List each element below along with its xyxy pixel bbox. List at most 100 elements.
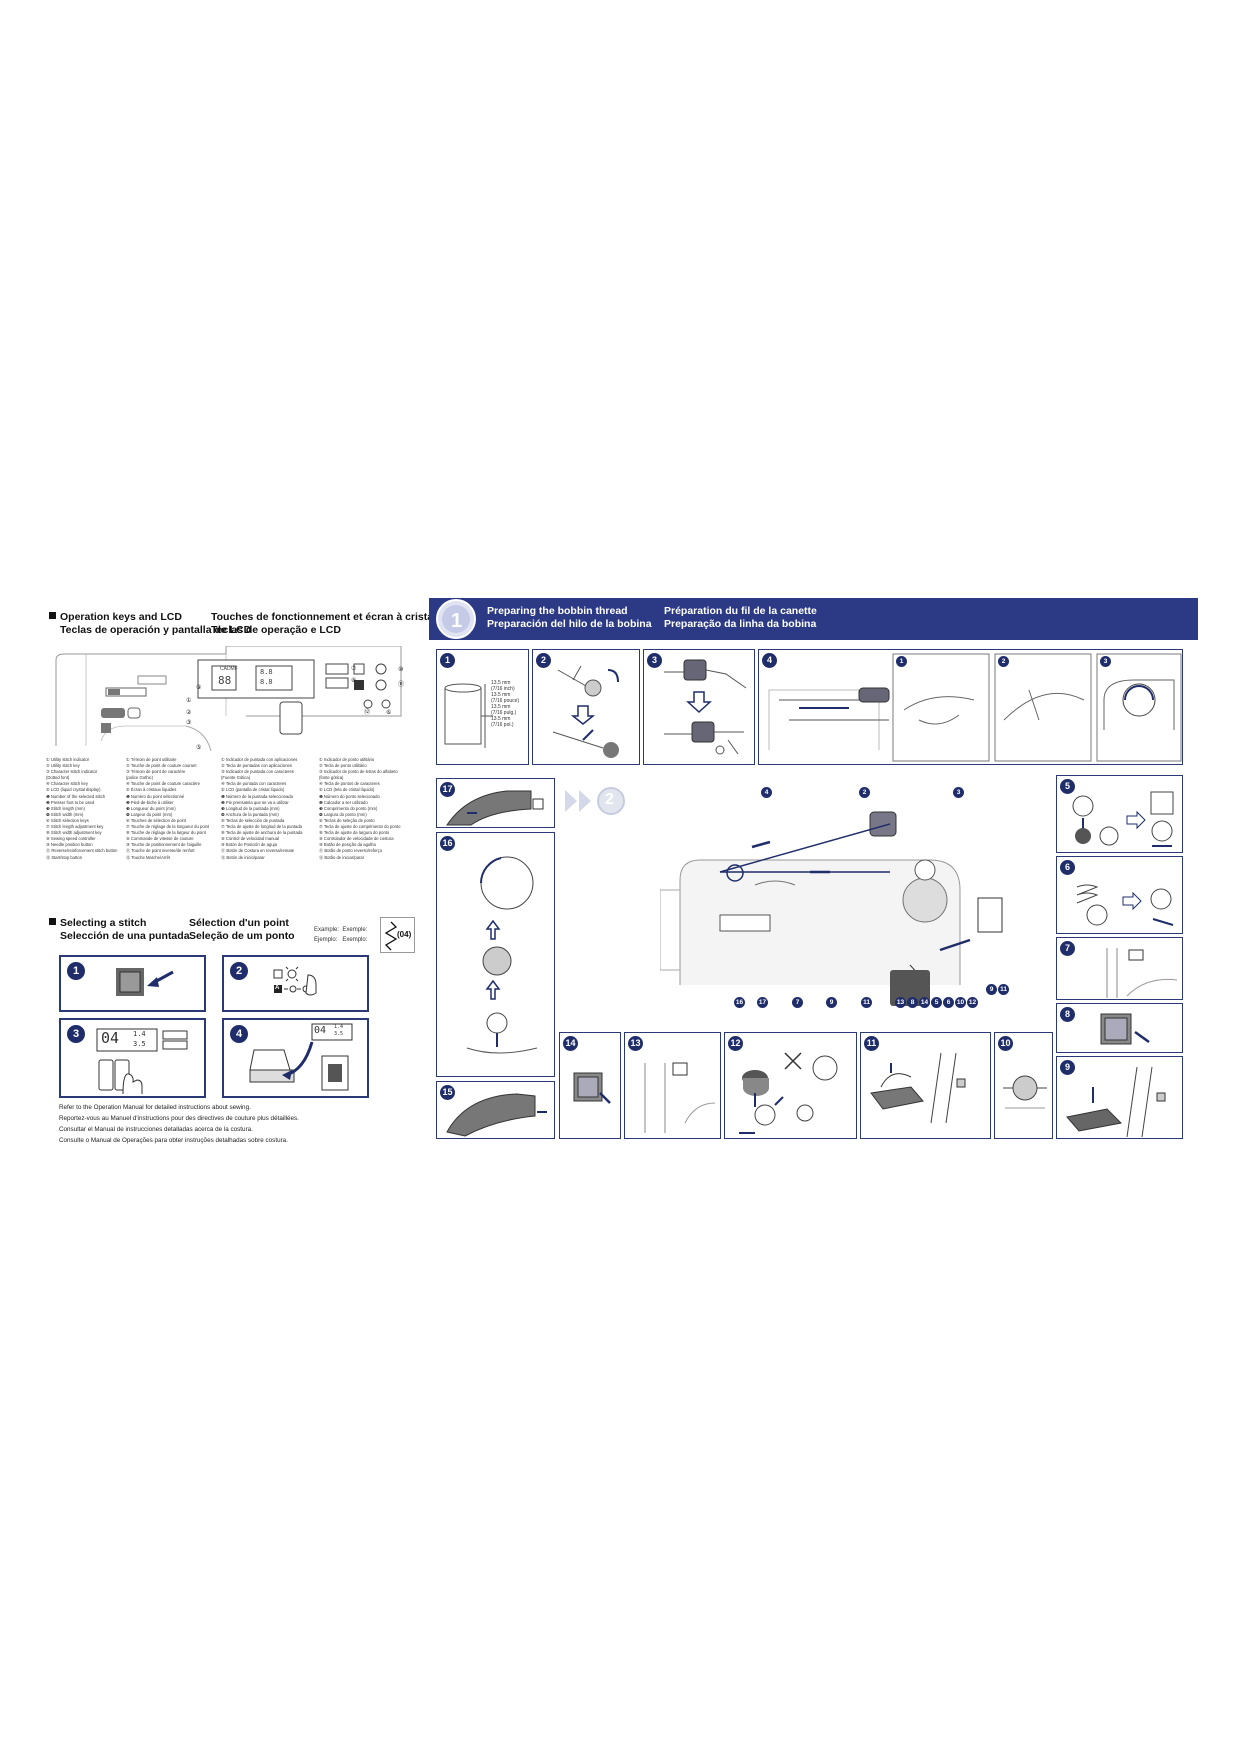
svg-text:⑧: ⑧ [351,677,356,684]
lcd-length: 1.4 [334,1024,344,1030]
cover-plate-illustration [446,1093,547,1137]
diagram-badge: 2 [859,787,870,798]
bobbin-step-7: 7 [1056,937,1183,1000]
zigzag-stitch-icon [384,921,398,951]
svg-text:⑦: ⑦ [351,665,357,672]
bobbin-step-17: 17 [436,778,555,828]
diagram-badge: 10 [955,997,966,1008]
next-sheet-number: 2 [605,791,614,808]
cut-thread-illustration [739,1052,838,1134]
bobbin-step-14: 14 [559,1032,621,1139]
diagram-badge: 13 [895,997,906,1008]
bobbin-winding-illustration [1003,1075,1047,1109]
diagram-badge: 17 [757,997,768,1008]
bobbin-insert-illustration [466,856,538,1054]
thread-guide-illustration [768,653,1182,762]
lcd-number: 88 [218,674,232,687]
bullet-square-icon [49,612,56,619]
svg-text:①: ① [186,697,191,704]
operation-title: Operation keys and LCD Teclas de operaci… [49,611,251,637]
step-number-badge: 16 [440,836,455,851]
bobbin-step-12: 12 [724,1032,857,1139]
lcd-width: 3.5 [334,1031,344,1037]
svg-text:⑨: ⑨ [196,684,201,691]
step-number-badge: 11 [864,1036,879,1051]
step-number-badge: 6 [1060,860,1075,875]
lcd-width: 3.5 [133,1040,146,1048]
sub-step-badge: 2 [998,656,1009,667]
lcd-mode-text: CADMF [220,666,238,672]
diagram-badge: 4 [761,787,772,798]
mode-indicator-illustration [273,966,317,996]
double-arrow-icon [565,787,625,815]
needle-up-illustration [1106,948,1178,998]
diagram-badge: 9 [826,997,837,1008]
example-labels: Example: Exemple: Ejemplo: Exemplo: [314,927,368,943]
step-number-badge: 5 [1060,779,1075,794]
step-number-badge: 3 [647,653,662,668]
bobbin-step-3: 3 [643,649,755,765]
bobbin-step-13: 13 [624,1032,721,1139]
stitch-selection-keys-illustration [96,1028,188,1095]
step-number-badge: 3 [67,1025,85,1043]
bobbin-case-illustration [446,790,544,826]
bobbin-step-11: 11 [860,1032,991,1139]
lcd-number: 04 [314,1025,327,1036]
diagram-badge: 5 [931,997,942,1008]
bobbin-spring-illustration [552,665,619,758]
step-number-badge: 4 [762,653,777,668]
machine-panel-illustration: ① ② ③ ⑨ ⑤ ⑦ ⑧ ⑩ ⑪ ⑫ ⑥ CADMF 88 8.8 8.8 [46,645,406,754]
step-number-badge: 13 [628,1036,643,1051]
bobbin-on-shaft-illustration [1072,791,1174,847]
power-switch-illustration [573,1072,611,1104]
diagram-badge: 6 [943,997,954,1008]
selecting-title-fr-pt: Sélection d'un point Seleção de um ponto [189,917,295,942]
sheet-1-icon: 1 [436,599,476,639]
diagram-badge: 7 [792,997,803,1008]
select-step-4: 4 04 1.4 3.5 [222,1018,369,1098]
bobbin-step-16: 16 [436,832,555,1077]
diagram-badge: 8 [907,997,918,1008]
svg-text:⑫: ⑫ [364,708,370,716]
step-number-badge: 2 [230,962,248,980]
select-step-2: 2 A [222,955,369,1012]
step-number-badge: 12 [728,1036,743,1051]
example-stitch-box: (04) [380,917,415,953]
selecting-title: Selecting a stitch Selección de una punt… [49,917,190,943]
svg-text:⑥: ⑥ [386,709,391,716]
svg-text:⑤: ⑤ [196,744,201,751]
needle-position-illustration [644,1062,716,1133]
utility-key-press-illustration [116,968,174,996]
select-step-1: 1 [59,955,206,1012]
shaft-spring-illustration [1076,884,1174,926]
svg-text:⑩: ⑩ [398,666,403,673]
bullet-square-icon [49,918,56,925]
press-foot-controller-illustration [1066,1066,1166,1138]
lcd-width: 8.8 [260,678,273,686]
measurement-labels: 13.5 mm(7/16 inch) 13.5 mm(7/16 pouce) 1… [491,680,520,728]
diagram-badge: 16 [734,997,745,1008]
mode-letter: A [275,985,280,991]
step-number-badge: 9 [1060,1060,1075,1075]
sub-step-badge: 3 [1100,656,1111,667]
bobbin-step-15: 15 [436,1081,555,1139]
diagram-badge: 3 [953,787,964,798]
svg-text:⑪: ⑪ [398,680,404,688]
bobbin-step-2: 2 [532,649,640,765]
machine-threading-diagram: 4 2 3 16 17 7 9 11 13 8 14 5 6 10 12 9 1… [659,770,1040,1015]
step-number-badge: 1 [67,962,85,980]
switch-on-illustration [1100,1013,1150,1045]
svg-text:③: ③ [186,719,191,726]
step-number-badge: 7 [1060,941,1075,956]
step-number-badge: 4 [230,1025,248,1043]
bobbin-measurement-illustration [444,683,493,748]
sub-step-badge: 1 [896,656,907,667]
bobbin-step-9: 9 [1056,1056,1183,1139]
diagram-badge: 9 [986,984,997,995]
bobbin-step-8: 8 [1056,1003,1183,1053]
